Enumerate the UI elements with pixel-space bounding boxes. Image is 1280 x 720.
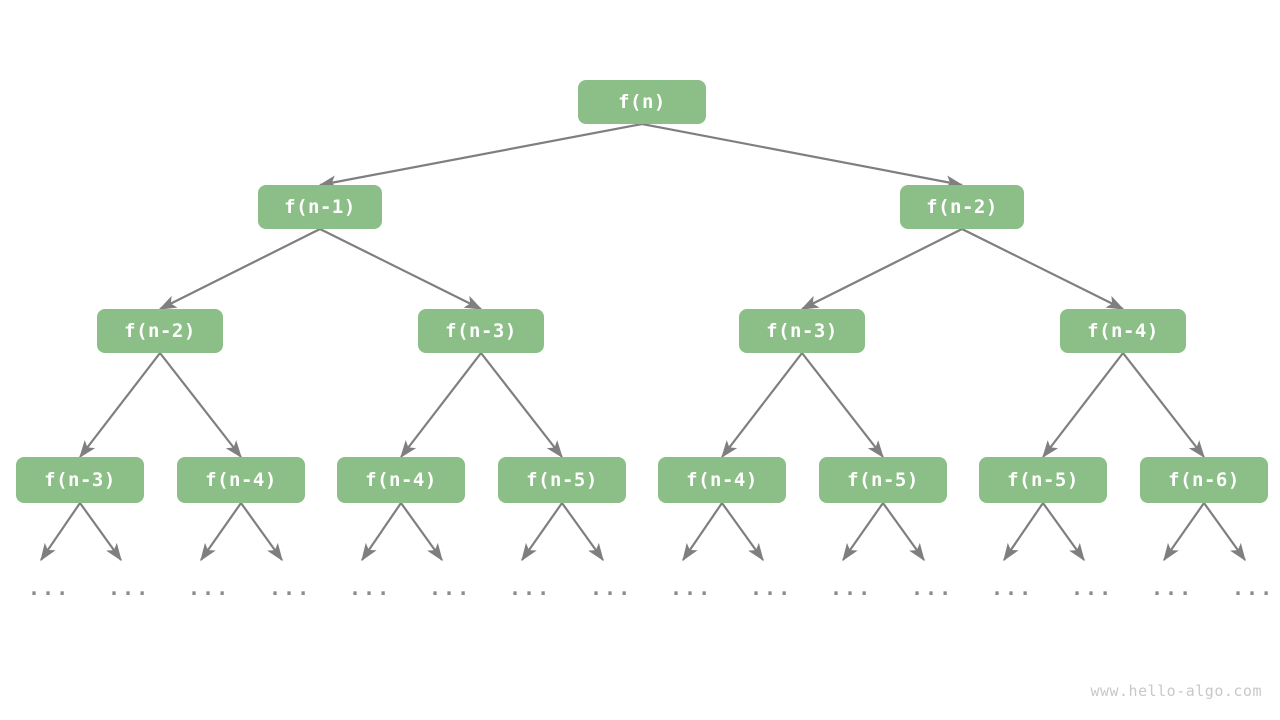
edge-l2a-to-l3a (79, 352, 161, 459)
stub-arrow-e3 (240, 502, 283, 562)
stub-arrow-e14 (1163, 502, 1205, 562)
stub-arrow-e1 (79, 502, 122, 562)
ellipsis-e12: ... (991, 576, 1034, 600)
edge-l2c-to-l3f (801, 352, 884, 459)
tree-node-l2b: f(n-3) (418, 309, 544, 353)
tree-node-l2d: f(n-4) (1060, 309, 1186, 353)
stub-arrow-e11 (882, 502, 925, 562)
tree-node-l3a: f(n-3) (16, 457, 144, 503)
tree-node-l3d: f(n-5) (498, 457, 626, 503)
ellipsis-e9: ... (750, 576, 793, 600)
ellipsis-e1: ... (108, 576, 151, 600)
ellipsis-e0: ... (28, 576, 71, 600)
stub-arrow-e4 (361, 502, 402, 562)
ellipsis-e3: ... (269, 576, 312, 600)
tree-node-l3e: f(n-4) (658, 457, 786, 503)
edge-l2c-to-l3e (721, 352, 803, 459)
tree-edges (79, 122, 1205, 459)
leaf-stub-arrows (40, 502, 1246, 562)
stub-arrow-e13 (1042, 502, 1085, 562)
edge-r-to-l1a (318, 122, 643, 189)
ellipsis-e14: ... (1151, 576, 1194, 600)
stub-arrow-e15 (1203, 502, 1246, 562)
stub-arrow-e10 (842, 502, 884, 562)
ellipsis-e11: ... (911, 576, 954, 600)
edge-l2b-to-l3c (400, 352, 482, 459)
stub-arrow-e2 (200, 502, 242, 562)
edge-l2b-to-l3d (480, 352, 563, 459)
ellipsis-e8: ... (670, 576, 713, 600)
edge-l1a-to-l2b (319, 228, 483, 310)
tree-node-l2c: f(n-3) (739, 309, 865, 353)
ellipsis-e2: ... (188, 576, 231, 600)
tree-node-l1a: f(n-1) (258, 185, 382, 229)
edge-l1b-to-l2c (800, 228, 963, 310)
edge-l2d-to-l3h (1122, 352, 1205, 459)
stub-arrow-e6 (521, 502, 563, 562)
stub-arrow-e8 (682, 502, 723, 562)
ellipsis-e4: ... (349, 576, 392, 600)
edge-l1b-to-l2d (961, 228, 1125, 310)
stub-arrow-e9 (721, 502, 764, 562)
stub-arrow-e12 (1003, 502, 1044, 562)
ellipsis-e15: ... (1232, 576, 1275, 600)
tree-node-l1b: f(n-2) (900, 185, 1024, 229)
tree-node-l2a: f(n-2) (97, 309, 223, 353)
tree-node-l3g: f(n-5) (979, 457, 1107, 503)
ellipsis-e6: ... (509, 576, 552, 600)
edge-l1a-to-l2a (158, 228, 321, 310)
stub-arrow-e0 (40, 502, 81, 562)
stub-arrow-e5 (400, 502, 443, 562)
edge-r-to-l1b (641, 122, 964, 189)
tree-node-l3f: f(n-5) (819, 457, 947, 503)
edge-l2a-to-l3b (159, 352, 242, 459)
tree-node-l3h: f(n-6) (1140, 457, 1268, 503)
ellipsis-e10: ... (830, 576, 873, 600)
ellipsis-e7: ... (590, 576, 633, 600)
edge-l2d-to-l3g (1042, 352, 1124, 459)
tree-node-l3b: f(n-4) (177, 457, 305, 503)
tree-node-l3c: f(n-4) (337, 457, 465, 503)
watermark: www.hello-algo.com (1090, 682, 1262, 700)
tree-node-r: f(n) (578, 80, 706, 124)
ellipsis-e13: ... (1071, 576, 1114, 600)
stub-arrow-e7 (561, 502, 604, 562)
ellipsis-e5: ... (429, 576, 472, 600)
